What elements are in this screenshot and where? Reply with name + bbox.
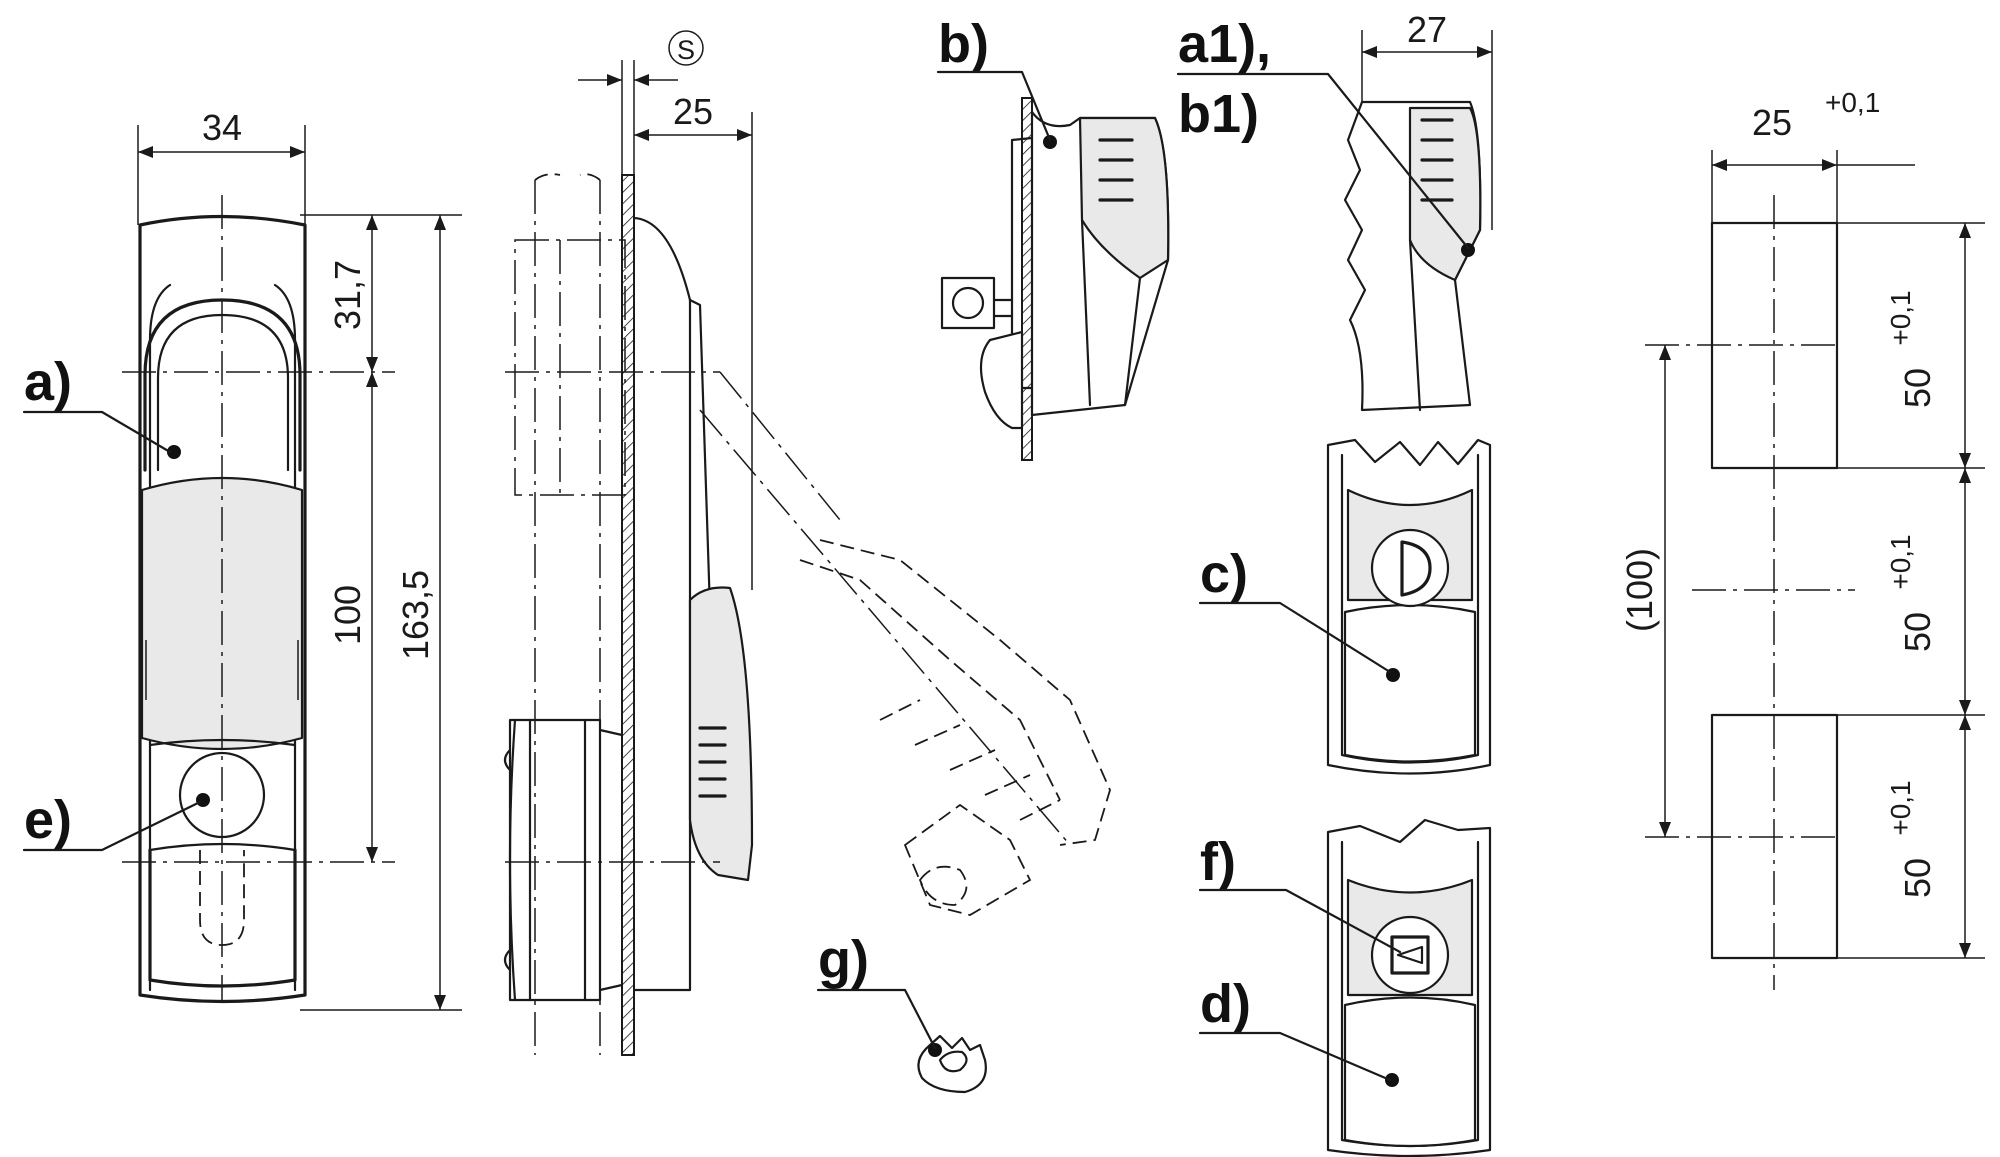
dim-cutout-height-1-tol: +0,1 (1885, 290, 1916, 345)
label-a1-b1-group: a1), b1) (1176, 14, 1470, 250)
label-c-group: c) (1198, 544, 1392, 674)
dim-cutout-height-3: 50 (1897, 858, 1938, 898)
dim-depth-25: 25 (673, 91, 713, 132)
label-c: c) (1200, 544, 1248, 604)
cutout-dimensions: 25 +0,1 50 +0,1 50 +0,1 50 +0,1 (100) (1619, 87, 1971, 958)
label-b: b) (938, 14, 989, 74)
front-dimensions: 34 31,7 100 163,5 (138, 107, 446, 1010)
dim-cutout-width: 25 (1752, 102, 1792, 143)
dim-height-100: 100 (327, 585, 368, 645)
dim-cutout-height-1: 50 (1897, 368, 1938, 408)
side-dimensions: S 25 (578, 30, 752, 141)
label-f: f) (1200, 832, 1236, 892)
dim-symbol-s: S (677, 35, 695, 65)
front-view (122, 125, 462, 1011)
label-d: d) (1200, 974, 1251, 1034)
dim-cutout-height-2-tol: +0,1 (1885, 534, 1916, 589)
view-c (1326, 438, 1492, 775)
dim-height-31-7: 31,7 (327, 260, 368, 330)
view-b (940, 97, 1170, 461)
label-g-group: g) (816, 930, 937, 1050)
dim-depth-27: 27 (1407, 9, 1447, 50)
view-d-f (1326, 818, 1492, 1157)
dim-pitch-100: (100) (1619, 548, 1660, 632)
dim-cutout-height-3-tol: +0,1 (1885, 780, 1916, 835)
dim-cutout-width-tol: +0,1 (1825, 87, 1880, 118)
label-a1: a1), (1178, 14, 1271, 74)
label-e: e) (24, 790, 72, 850)
label-e-group: e) (22, 790, 202, 852)
view-a1-b1 (1343, 30, 1493, 412)
label-a: a) (24, 352, 72, 412)
label-a-group: a) (22, 352, 172, 454)
dim-cutout-height-2: 50 (1897, 612, 1938, 652)
a1-b1-dimensions: 27 (1362, 9, 1492, 58)
label-d-group: d) (1198, 974, 1392, 1082)
label-f-group: f) (1198, 832, 1402, 954)
label-b-group: b) (936, 14, 1052, 142)
dim-height-163-5: 163,5 (395, 570, 436, 660)
side-view (503, 60, 1111, 1056)
label-b1: b1) (1178, 84, 1259, 144)
dim-width-34: 34 (202, 107, 242, 148)
label-g: g) (818, 930, 869, 990)
view-g-key (917, 1034, 987, 1094)
